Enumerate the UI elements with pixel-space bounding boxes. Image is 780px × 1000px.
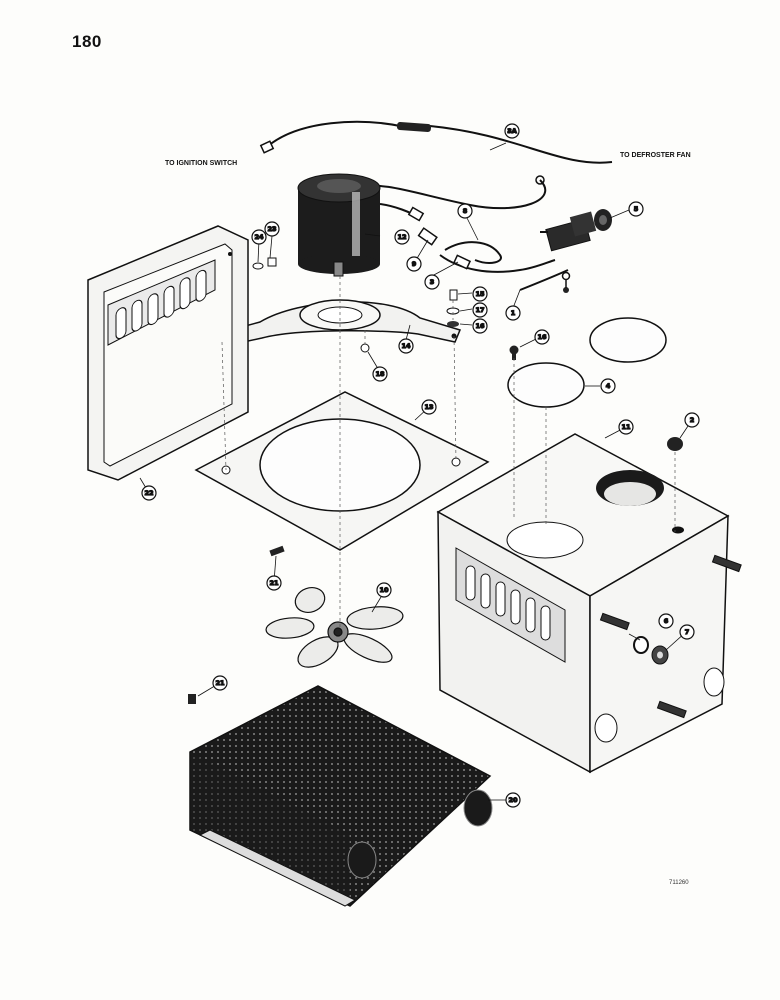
wire-to-ignition-switch xyxy=(267,120,401,147)
fan-blade xyxy=(265,587,404,668)
grommet-2 xyxy=(667,437,683,451)
callout-7: 7 xyxy=(679,624,695,640)
callout-6: 6 xyxy=(658,613,674,629)
svg-text:21: 21 xyxy=(215,679,225,687)
svg-text:12: 12 xyxy=(397,233,406,241)
gasket-4-lower xyxy=(507,362,585,408)
callout-13: 13 xyxy=(421,399,437,415)
svg-text:8: 8 xyxy=(463,207,468,215)
nut-7 xyxy=(651,645,669,665)
svg-text:2: 2 xyxy=(690,416,695,424)
svg-text:24: 24 xyxy=(254,233,264,241)
svg-text:3: 3 xyxy=(430,278,435,286)
wire-lead-8 xyxy=(444,241,502,264)
svg-text:6: 6 xyxy=(664,617,669,625)
svg-text:15: 15 xyxy=(475,290,485,298)
in-line-fuse-holder xyxy=(396,122,432,132)
wire-terminal-ring xyxy=(535,175,545,185)
callout-4: 4 xyxy=(600,378,616,394)
callout-1: 1 xyxy=(505,305,521,321)
svg-text:21: 21 xyxy=(269,579,279,587)
svg-text:18: 18 xyxy=(375,370,385,378)
svg-text:1: 1 xyxy=(511,309,516,317)
callout-12: 12 xyxy=(394,229,410,245)
callout-5: 5 xyxy=(628,201,644,217)
callout-21-lower: 21 xyxy=(212,675,228,691)
callout-19: 19 xyxy=(537,333,547,341)
fan-switch-assembly xyxy=(540,209,612,252)
callout-11: 11 xyxy=(618,419,634,435)
callout-17: 17 xyxy=(472,302,488,318)
svg-text:16: 16 xyxy=(537,333,547,341)
gasket-4-upper xyxy=(589,317,667,363)
screw-23 xyxy=(267,257,277,267)
heater-housing xyxy=(436,433,730,774)
svg-text:9: 9 xyxy=(412,260,417,268)
screw-21-upper xyxy=(269,545,285,557)
callout-leaders xyxy=(139,142,693,801)
svg-text:22: 22 xyxy=(144,489,153,497)
washer-6 xyxy=(633,636,649,654)
svg-text:17: 17 xyxy=(475,306,484,314)
wire-lead-1 xyxy=(519,269,569,291)
screw-21-lower xyxy=(188,694,196,704)
svg-text:4: 4 xyxy=(606,382,611,390)
callout-2: 2 xyxy=(684,412,700,428)
screw-19 xyxy=(509,345,519,360)
svg-text:3A: 3A xyxy=(507,127,517,135)
callout-20: 20 xyxy=(505,792,521,808)
connector-9 xyxy=(407,206,438,246)
wire-terminal-1 xyxy=(561,271,571,293)
wire-harness-loop xyxy=(359,179,547,210)
blower-motor xyxy=(297,173,381,277)
callout-3: 3 xyxy=(424,274,440,290)
callout-9: 9 xyxy=(406,256,422,272)
heater-cover-panel xyxy=(87,225,249,481)
connector-3 xyxy=(452,254,472,270)
callout-24: 24 xyxy=(251,229,267,245)
label-to-ignition-switch: TO IGNITION SWITCH xyxy=(165,160,237,167)
svg-text:13: 13 xyxy=(424,403,433,411)
callout-18: 18 xyxy=(372,366,388,382)
assembly-lines xyxy=(221,276,676,630)
svg-text:5: 5 xyxy=(634,205,639,213)
svg-text:16: 16 xyxy=(475,322,485,330)
svg-text:10: 10 xyxy=(379,586,389,594)
callout-16-upper: 16 xyxy=(472,318,488,334)
svg-text:14: 14 xyxy=(401,342,411,350)
wire-to-defroster-fan xyxy=(429,125,613,164)
callout-16-lower: 16 xyxy=(534,329,550,345)
callout-23: 23 xyxy=(264,221,280,237)
svg-text:11: 11 xyxy=(621,423,631,431)
washer-24 xyxy=(252,262,264,270)
svg-text:23: 23 xyxy=(267,225,276,233)
lockwasher-16 xyxy=(447,321,459,327)
wire-terminal-ignition xyxy=(259,140,275,154)
screw-15 xyxy=(449,289,458,301)
callout-14: 14 xyxy=(398,338,414,354)
svg-text:20: 20 xyxy=(508,796,518,804)
label-to-defroster-fan: TO DEFROSTER FAN xyxy=(620,152,691,159)
callout-10: 10 xyxy=(376,582,392,598)
callout-8: 8 xyxy=(457,203,473,219)
svg-text:7: 7 xyxy=(685,628,690,636)
drawing-number: 711260 xyxy=(669,880,689,886)
callout-21-upper: 21 xyxy=(266,575,282,591)
callout-22: 22 xyxy=(141,485,157,501)
heater-core xyxy=(189,685,493,907)
nut-18 xyxy=(360,343,370,353)
callout-3a: 3A xyxy=(504,123,520,139)
page-number: 180 xyxy=(72,32,102,51)
motor-mounting-bracket xyxy=(211,299,462,349)
callout-15: 15 xyxy=(472,286,488,302)
mounting-studs xyxy=(599,554,742,719)
